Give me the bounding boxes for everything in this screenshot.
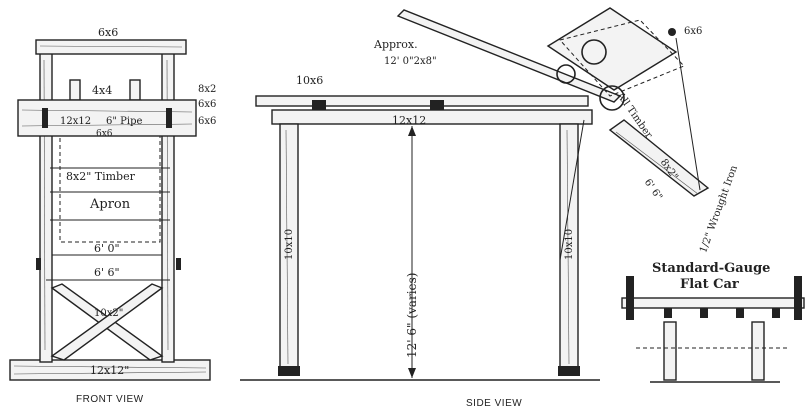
flat-car-title-2: Flat Car [680, 277, 739, 292]
side-cap [271, 109, 593, 125]
label-brace: 10x2" [94, 308, 123, 319]
label-sill: 12x12" [90, 364, 129, 377]
label-lever: 12' 0"2x8" [384, 56, 437, 67]
caption-front-view: FRONT VIEW [76, 394, 144, 405]
side-lever [396, 9, 622, 103]
flat-car [621, 276, 805, 383]
label-approx: Approx. [373, 38, 418, 51]
label-post-left: 10x10 [284, 229, 295, 260]
label-top-beam: 6x6 [98, 26, 118, 39]
label-side-8x2: 8x2 [198, 84, 216, 95]
label-side-cap: 12x12 [392, 114, 426, 127]
flat-car-title-1: Standard-Gauge [652, 261, 770, 276]
label-post-right: 10x10 [564, 229, 575, 260]
front-brace-b [50, 283, 164, 361]
label-width-inner: 6' 0" [94, 242, 120, 255]
label-timber: 8x2" Timber [66, 170, 136, 183]
side-tipping-car [546, 7, 685, 111]
caption-side-view: SIDE VIEW [466, 398, 522, 408]
label-side-6x6-b: 6x6 [198, 116, 216, 127]
label-sub-6x6: 6x6 [96, 129, 113, 139]
side-view [240, 7, 710, 381]
front-apron [59, 135, 161, 243]
flat-car-deck [621, 297, 805, 309]
label-top-block: 4x4 [92, 84, 112, 97]
front-left-post [39, 43, 53, 363]
label-pivot: 6x6 [684, 26, 702, 37]
side-wrought-iron [675, 37, 701, 191]
label-side-6x6-a: 6x6 [198, 99, 216, 110]
label-deck: 10x6 [296, 74, 323, 87]
label-wrought: 1/2" Wrought Iron [698, 164, 740, 255]
label-width-outer: 6' 6" [94, 266, 120, 279]
label-cap-12x12: 12x12 [60, 116, 91, 127]
front-view [9, 39, 211, 381]
front-top-beam [35, 39, 187, 55]
side-tilted-apron [608, 119, 710, 197]
front-block-left [69, 79, 81, 101]
front-sill [9, 359, 211, 381]
flat-car-truck-left [663, 321, 677, 381]
label-pipe: 6" Pipe [106, 116, 142, 127]
front-block-right [129, 79, 141, 101]
label-height: 12' 6" (varies) [405, 273, 419, 358]
flat-car-truck-right [751, 321, 765, 381]
side-deck [255, 95, 589, 107]
label-apron-len: 6' 6" [642, 177, 664, 202]
label-apron: Apron [89, 197, 131, 212]
